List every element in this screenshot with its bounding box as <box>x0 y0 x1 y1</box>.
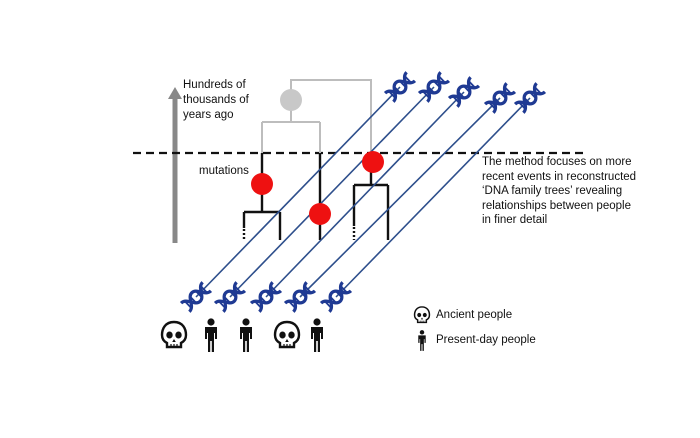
dna-strands <box>195 86 531 298</box>
method-note: The method focuses on more recent events… <box>482 156 637 226</box>
skull-icon <box>273 320 301 349</box>
dna-strand-2 <box>229 86 435 298</box>
legend-present-label: Present-day people <box>436 334 536 346</box>
mutation-dot <box>251 173 273 195</box>
dna-strand-5 <box>335 97 531 298</box>
mutations-label: mutations <box>199 165 249 177</box>
dna-strand-1 <box>195 86 401 298</box>
legend-ancient-label: Ancient people <box>436 309 513 321</box>
person-icon <box>205 318 217 352</box>
dna-strand-4 <box>299 97 501 298</box>
time-axis-arrow <box>168 87 182 243</box>
mutation-dot <box>309 203 331 225</box>
person-icon <box>418 330 426 351</box>
person-icon <box>240 318 252 352</box>
person-icon <box>311 318 323 352</box>
time-axis-label: Hundreds of thousands of years ago <box>183 79 249 121</box>
people-row <box>160 318 323 352</box>
dna-strand-3 <box>265 91 465 298</box>
skull-icon <box>413 306 431 324</box>
common-ancestor-node <box>280 89 302 111</box>
mutation-dot <box>362 151 384 173</box>
ancient-ancestry-tree <box>261 79 372 160</box>
mutation-markers <box>251 151 384 225</box>
skull-icon <box>160 320 188 349</box>
